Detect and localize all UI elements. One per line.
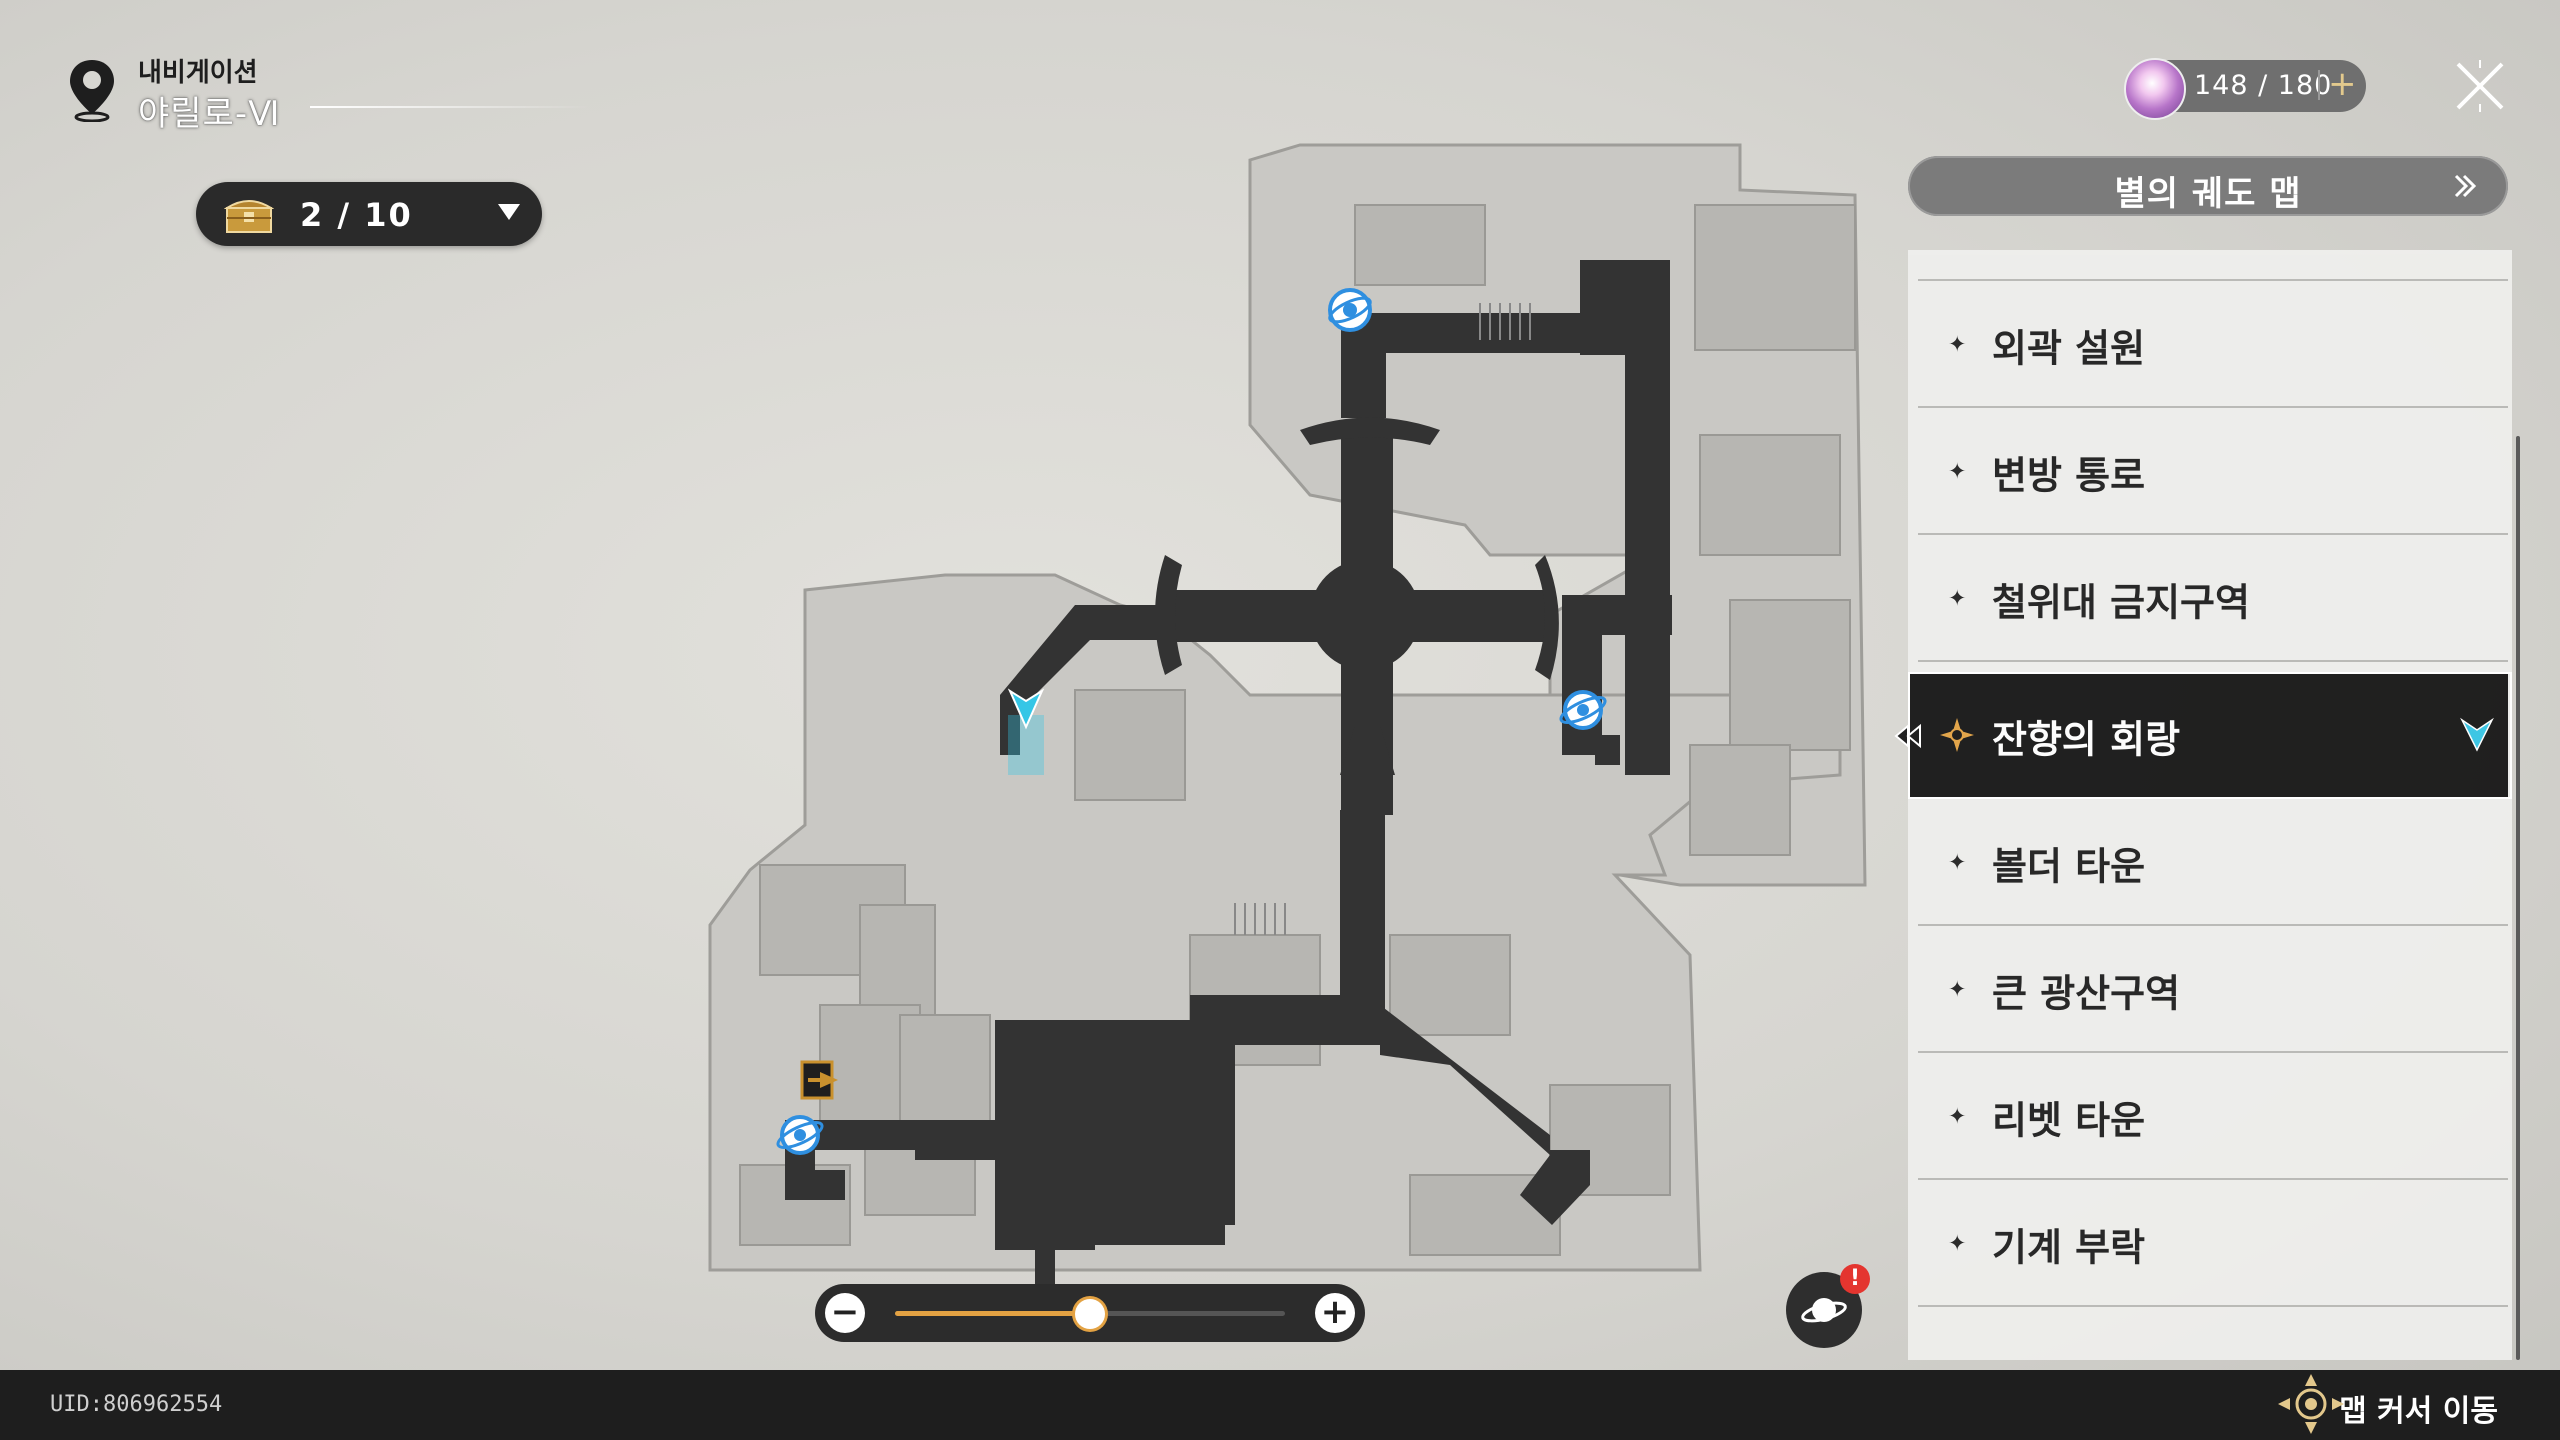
space-anchor-icon[interactable] xyxy=(1558,690,1608,730)
area-label: 잔향의 회랑 xyxy=(1992,717,2181,761)
star-icon: ✦ xyxy=(1948,1231,1967,1256)
area-label: 기계 부락 xyxy=(1992,1225,2146,1269)
area-label: 큰 광산구역 xyxy=(1992,971,2181,1015)
area-list-item-partial xyxy=(1908,250,2508,281)
star-icon: ✦ xyxy=(1948,332,1967,357)
star-icon: ✦ xyxy=(1948,1104,1967,1129)
add-power-button[interactable]: + xyxy=(2328,64,2357,104)
active-item-outline xyxy=(1908,672,2512,799)
compass-star-icon xyxy=(1940,718,1974,752)
zoom-slider-handle[interactable] xyxy=(1075,1299,1105,1329)
map-corridors xyxy=(785,260,1672,1295)
star-icon: ✦ xyxy=(1948,586,1967,611)
divider xyxy=(2318,70,2320,100)
area-item[interactable]: ✦ 기계 부락 xyxy=(1908,1180,2508,1307)
area-label: 볼더 타운 xyxy=(1992,844,2146,888)
trailblaze-power-icon xyxy=(2124,58,2186,120)
area-item[interactable]: ✦ 큰 광산구역 xyxy=(1908,926,2508,1053)
area-label: 리벳 타운 xyxy=(1992,1098,2146,1142)
star-icon: ✦ xyxy=(1948,850,1967,875)
location-pin-icon xyxy=(70,60,114,122)
star-icon: ✦ xyxy=(1948,977,1967,1002)
gamepad-stick-icon xyxy=(2278,1374,2344,1434)
selection-pointer-icon xyxy=(1894,723,1921,749)
area-item[interactable]: ✦ 리벳 타운 xyxy=(1908,1053,2508,1180)
star-rail-map-label: 별의 궤도 맵 xyxy=(2114,174,2302,214)
notification-badge: ! xyxy=(1840,1264,1870,1294)
footer-bar: UID:806962554 맵 커서 이동 xyxy=(0,1370,2560,1440)
title-underline xyxy=(310,106,590,108)
star-icon: ✦ xyxy=(1948,459,1967,484)
close-icon[interactable] xyxy=(2452,58,2508,114)
area-item[interactable]: ✦ 볼더 타운 xyxy=(1908,799,2508,926)
zoom-out-button[interactable]: − xyxy=(825,1293,865,1333)
trailblaze-power-value: 148 / 180 xyxy=(2194,70,2333,101)
chevron-right-icon xyxy=(2454,174,2477,198)
area-label: 변방 통로 xyxy=(1992,453,2146,497)
treasure-chest-icon xyxy=(224,200,274,233)
area-label: 철위대 금지구역 xyxy=(1992,580,2250,624)
area-item[interactable]: ✦ 변방 통로 xyxy=(1908,408,2508,535)
exit-door-icon[interactable] xyxy=(800,1060,838,1100)
chevron-down-icon[interactable] xyxy=(498,204,520,220)
current-location-icon xyxy=(2460,717,2494,752)
scrollbar[interactable] xyxy=(2516,436,2520,1360)
zoom-control: − + xyxy=(815,1284,1365,1342)
space-anchor-icon[interactable] xyxy=(1327,288,1374,332)
player-arrow-icon xyxy=(1007,688,1045,775)
treasure-chest-counter[interactable]: 2 / 10 xyxy=(196,182,542,246)
star-rail-map-button[interactable]: 별의 궤도 맵 xyxy=(1908,156,2508,216)
area-item[interactable]: ✦ 철위대 금지구역 xyxy=(1908,535,2508,662)
chest-count: 2 / 10 xyxy=(300,196,413,234)
planet-icon xyxy=(1801,1298,1847,1323)
area-map[interactable] xyxy=(690,135,1890,1295)
zoom-in-button[interactable]: + xyxy=(1315,1293,1355,1333)
area-item[interactable]: ✦ 외곽 설원 xyxy=(1908,281,2508,408)
area-label: 외곽 설원 xyxy=(1992,326,2146,370)
map-stairs xyxy=(1234,303,1531,935)
zoom-slider-fill xyxy=(895,1311,1090,1316)
uid-label: UID:806962554 xyxy=(50,1392,223,1417)
space-anchor-icon[interactable] xyxy=(775,1115,825,1155)
zoom-slider[interactable] xyxy=(895,1299,1285,1329)
map-cursor-hint: 맵 커서 이동 xyxy=(2339,1394,2498,1429)
planet-title: 야릴로-Ⅵ xyxy=(138,94,281,134)
area-item-active[interactable]: 잔향의 회랑 xyxy=(1908,672,2508,799)
navigation-label: 내비게이션 xyxy=(138,58,258,88)
area-list[interactable]: ✦ 외곽 설원 ✦ 변방 통로 ✦ 철위대 금지구역 잔향의 회랑 ✦ 볼더 타… xyxy=(1908,250,2512,1360)
